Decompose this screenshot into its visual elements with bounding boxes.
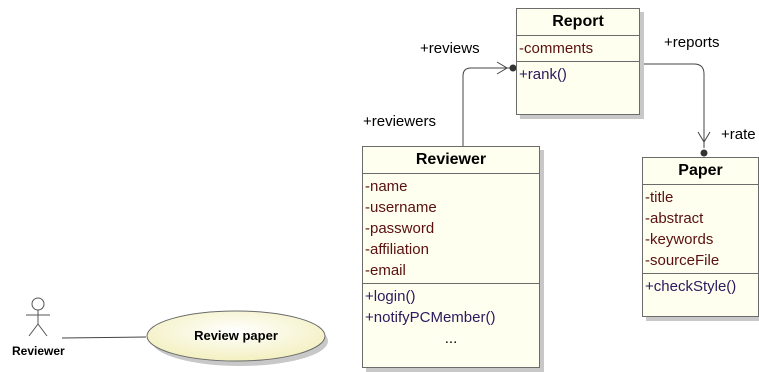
attribute: -name: [365, 178, 408, 195]
reports-role-label: +reports: [664, 34, 720, 51]
attribute: -username: [365, 199, 437, 216]
operation: +login(): [365, 288, 416, 305]
reviews-role-label: +reviews: [420, 40, 480, 57]
open-arrowhead: [697, 131, 711, 143]
association-end-dot: [509, 64, 517, 72]
use-case-name: Review paper: [194, 328, 278, 343]
attribute: -abstract: [645, 210, 704, 227]
attribute: -keywords: [645, 231, 714, 248]
actor-icon: [26, 297, 50, 337]
attribute-compartment: -title -abstract -keywords -sourceFile: [643, 185, 758, 274]
actor-usecase-association: [61, 336, 147, 339]
class-paper[interactable]: Paper -title -abstract -keywords -source…: [642, 157, 759, 317]
operation-compartment: +login() +notifyPCMember() ...: [363, 284, 539, 351]
rated-role-label: +rate: [721, 126, 756, 143]
class-report[interactable]: Report -comments +rank(): [516, 8, 640, 115]
association-reviewer-report: [462, 67, 511, 146]
attribute: -password: [365, 220, 435, 237]
attribute: -sourceFile: [645, 252, 720, 269]
attribute: -comments: [519, 40, 594, 57]
operation: +notifyPCMember(): [365, 309, 496, 326]
attribute: -email: [365, 262, 406, 279]
attribute: -title: [645, 189, 674, 206]
class-reviewer[interactable]: Reviewer -name -username -password -affi…: [362, 146, 540, 368]
attribute-compartment: -name -username -password -affiliation -…: [363, 174, 539, 284]
actor-name: Reviewer: [12, 344, 65, 358]
class-name: Paper: [643, 158, 758, 185]
class-name: Report: [517, 9, 639, 36]
operation-compartment: +rank(): [517, 62, 639, 87]
operation-compartment: +checkStyle(): [643, 274, 758, 299]
operation: +checkStyle(): [645, 278, 737, 295]
open-arrowhead: [496, 61, 508, 75]
attribute: -affiliation: [365, 241, 429, 258]
more-operations-ellipsis: ...: [444, 330, 458, 347]
operation: +rank(): [519, 66, 567, 83]
association-end-dot: [700, 149, 708, 157]
association-report-paper: [639, 63, 705, 148]
reviewers-role-label: +reviewers: [363, 113, 436, 130]
use-case-ellipse[interactable]: [146, 310, 326, 362]
class-name: Reviewer: [363, 147, 539, 174]
attribute-compartment: -comments: [517, 36, 639, 62]
